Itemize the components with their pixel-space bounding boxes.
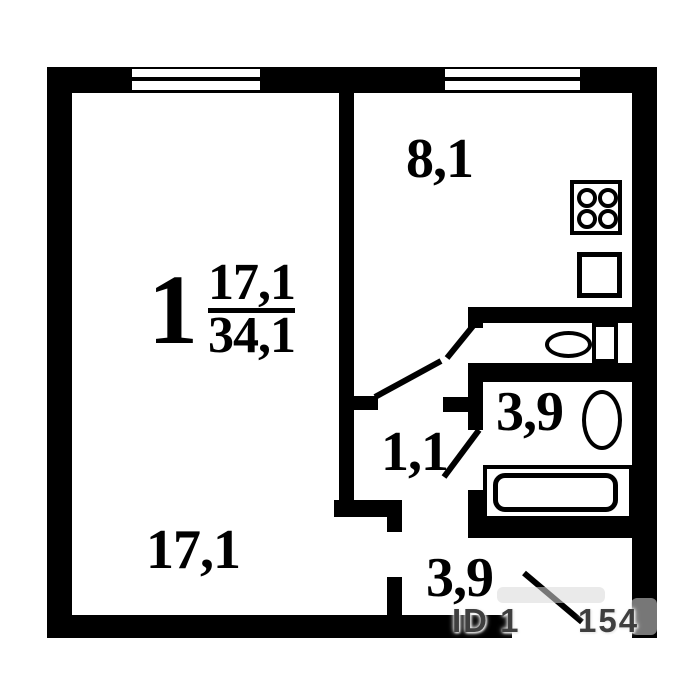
wall-outer-right (632, 67, 657, 638)
wall-bath-bottom (468, 520, 657, 538)
total-area-value: 34,1 (208, 306, 296, 364)
wall-living-door-lower (387, 577, 402, 617)
wall-living-door-upper (387, 517, 402, 532)
area-fraction: 17,1 34,1 (208, 254, 296, 364)
hall-area-label: 1,1 (381, 421, 449, 483)
wall-kitchen-door-stub (354, 396, 378, 410)
kitchen-sink-icon (577, 252, 622, 298)
wall-living-bottom-jog (334, 500, 402, 517)
wall-outer-bottom (47, 615, 512, 638)
wall-toilet-bath-divider (468, 363, 632, 382)
rooms-count: 1 (148, 253, 198, 365)
burner-icon (577, 209, 597, 229)
wall-toilet-left-stub (468, 307, 483, 328)
living-area-value: 17,1 (208, 254, 296, 311)
wall-living-hall (339, 93, 354, 517)
watermark-smudge (631, 598, 657, 635)
window-living-room-bar (132, 77, 260, 81)
toilet-door-swing (444, 324, 476, 360)
stove-burners (575, 186, 619, 230)
burner-icon (577, 188, 597, 208)
watermark-id-left: ID 1 (452, 602, 521, 639)
toilet-bowl-icon (545, 331, 592, 358)
wall-bath-left-upper (468, 363, 483, 430)
bathroom-door-swing (441, 428, 482, 479)
watermark-smudge (497, 587, 605, 603)
washbasin-icon (582, 390, 622, 450)
burner-icon (598, 188, 618, 208)
kitchen-area-label: 8,1 (406, 128, 474, 190)
apartment-summary: 1 17,1 34,1 (148, 253, 296, 365)
wall-toilet-top (468, 307, 632, 323)
bathtub-inner-icon (493, 473, 618, 512)
wall-outer-left (47, 67, 72, 638)
living-room-area-label: 17,1 (146, 519, 241, 581)
fraction-divider (208, 307, 295, 313)
entrance-hall-area-label: 3,9 (426, 547, 494, 609)
watermark-id-right: 154 (578, 602, 640, 639)
bathroom-area-label: 3,9 (496, 381, 564, 443)
kitchen-door-swing (373, 358, 443, 400)
burner-icon (598, 209, 618, 229)
wall-bath-door-stub (443, 397, 483, 412)
wall-bath-left-lower (468, 490, 487, 525)
window-kitchen-bar (445, 77, 580, 81)
toilet-tank-icon (592, 323, 618, 363)
